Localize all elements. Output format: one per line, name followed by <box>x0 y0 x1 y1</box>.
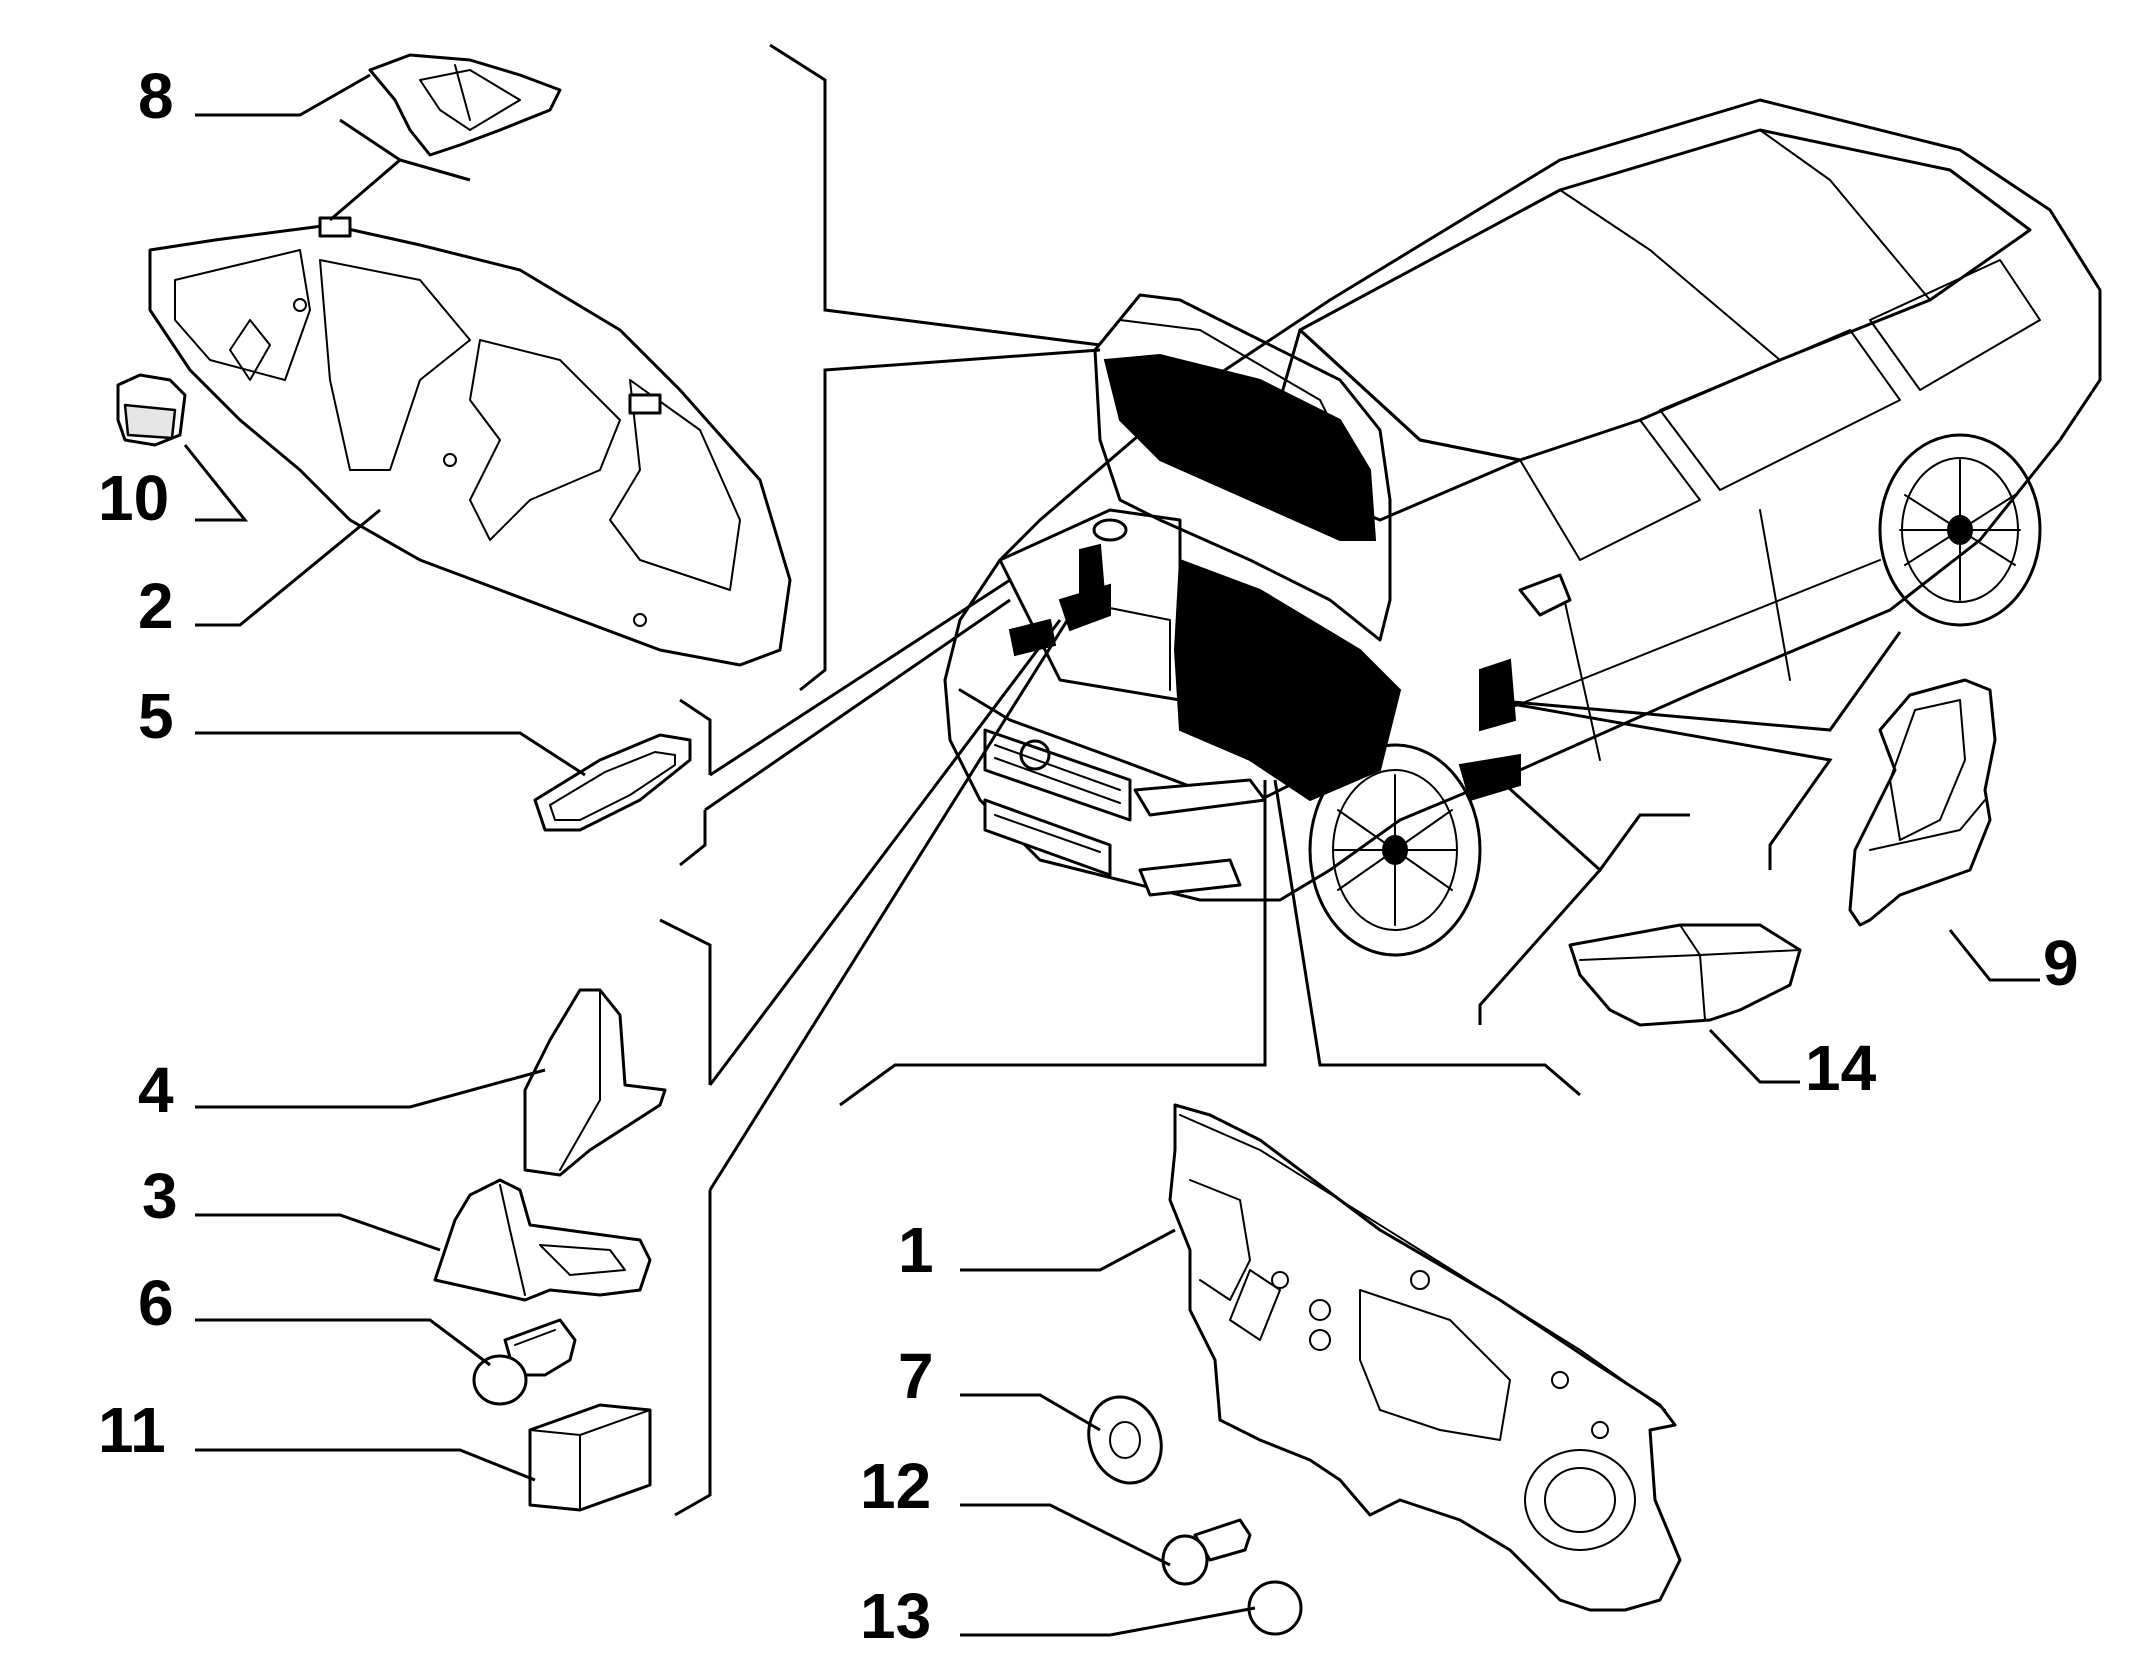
wheelhouse-insulation-part-9 <box>1848 678 1997 927</box>
fastener-part-12 <box>1161 1518 1252 1586</box>
callout-1: 1 <box>898 1214 934 1286</box>
callout-13: 13 <box>860 1580 931 1652</box>
callout-3: 3 <box>142 1160 178 1232</box>
callout-labels: 8 10 2 5 4 3 6 11 1 7 12 13 9 14 <box>98 60 2079 1652</box>
callout-6: 6 <box>138 1267 174 1339</box>
foam-block-part-11 <box>528 1403 652 1512</box>
cap-part-7 <box>1087 1395 1163 1485</box>
leader-lines <box>183 43 2040 1637</box>
callout-10: 10 <box>98 462 169 534</box>
callout-12: 12 <box>860 1450 931 1522</box>
callout-4: 4 <box>138 1054 174 1126</box>
car-illustration <box>943 98 2102 957</box>
callout-9: 9 <box>2043 927 2079 999</box>
callout-2: 2 <box>138 570 174 642</box>
bracket-part-8 <box>368 53 562 157</box>
callout-14: 14 <box>1805 1032 1877 1104</box>
rivet-part-6 <box>472 1318 577 1406</box>
firewall-insulation-part <box>1168 1103 1682 1612</box>
clip-part-10 <box>116 373 187 447</box>
callout-11: 11 <box>98 1394 166 1466</box>
hood-insulation-part <box>148 216 792 667</box>
pad-part-3 <box>433 1178 652 1302</box>
plug-part-13 <box>1247 1580 1303 1636</box>
callout-8: 8 <box>138 60 174 132</box>
pad-part-14 <box>1568 923 1802 1027</box>
pad-part-4 <box>523 988 667 1177</box>
callout-5: 5 <box>138 680 174 752</box>
callout-7: 7 <box>898 1340 934 1412</box>
grommet-part-5 <box>533 733 692 832</box>
